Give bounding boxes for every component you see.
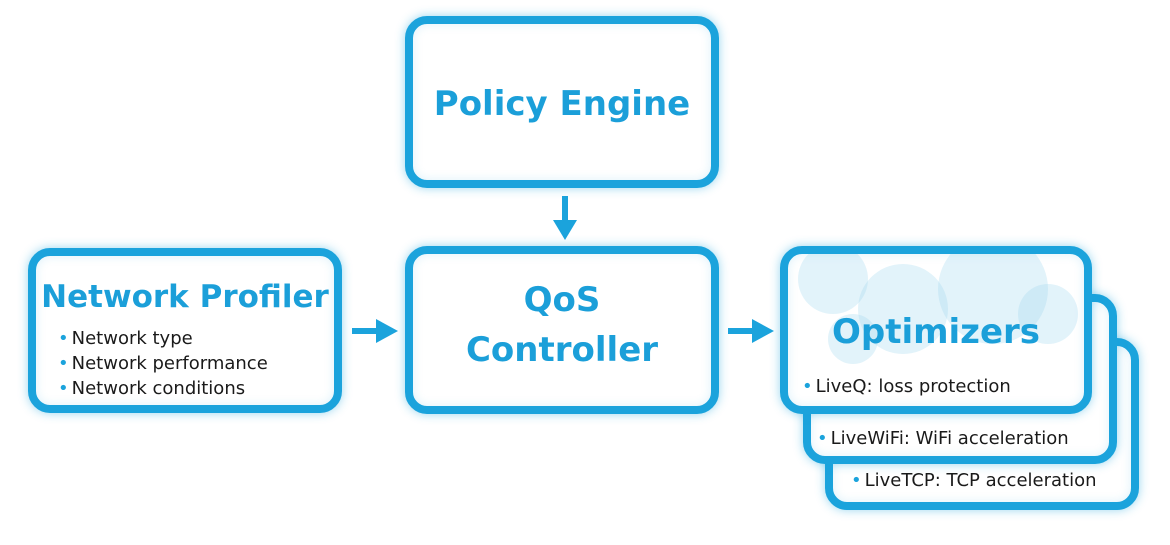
arrow-right-icon — [352, 319, 398, 343]
decorative-bubble — [938, 254, 1048, 344]
network-profiler-list: •Network type •Network performance •Netw… — [58, 326, 268, 401]
decorative-bubble — [1018, 284, 1078, 344]
list-item-label: Network conditions — [71, 378, 246, 399]
bullet-icon: • — [58, 328, 69, 349]
bullet-icon: • — [851, 470, 862, 491]
bullet-icon: • — [58, 353, 69, 374]
network-profiler-box: Network Profiler •Network type •Network … — [28, 248, 342, 413]
list-item: •Network type — [58, 326, 268, 351]
policy-engine-box: Policy Engine — [405, 16, 719, 188]
bullet-icon: • — [817, 428, 828, 449]
optimizer-item-liveq: •LiveQ: loss protection — [802, 376, 1011, 397]
list-item: •Network conditions — [58, 376, 268, 401]
bullet-icon: • — [58, 378, 69, 399]
decorative-bubble — [798, 254, 868, 314]
network-profiler-title: Network Profiler — [41, 279, 329, 315]
list-item-label: LiveTCP: TCP acceleration — [864, 470, 1097, 491]
optimizer-item-livewifi: •LiveWiFi: WiFi acceleration — [817, 428, 1069, 449]
decorative-bubble — [858, 264, 948, 354]
list-item-label: Network performance — [71, 353, 268, 374]
qos-controller-title-line2: Controller — [465, 330, 659, 370]
qos-controller-title-line1: QoS — [523, 280, 601, 320]
arrow-right-icon — [728, 319, 774, 343]
list-item-label: LiveQ: loss protection — [815, 376, 1011, 397]
optimizer-card-front: Optimizers •LiveQ: loss protection — [780, 246, 1092, 414]
qos-controller-box: QoS Controller — [405, 246, 719, 414]
bullet-icon: • — [802, 376, 813, 397]
arrow-down-icon — [553, 196, 577, 240]
list-item-label: Network type — [71, 328, 193, 349]
list-item-label: LiveWiFi: WiFi acceleration — [830, 428, 1069, 449]
policy-engine-title: Policy Engine — [433, 84, 691, 124]
decorative-bubble — [828, 314, 878, 364]
list-item: •Network performance — [58, 351, 268, 376]
optimizers-title: Optimizers — [831, 312, 1041, 352]
optimizer-item-livetcp: •LiveTCP: TCP acceleration — [851, 470, 1097, 491]
